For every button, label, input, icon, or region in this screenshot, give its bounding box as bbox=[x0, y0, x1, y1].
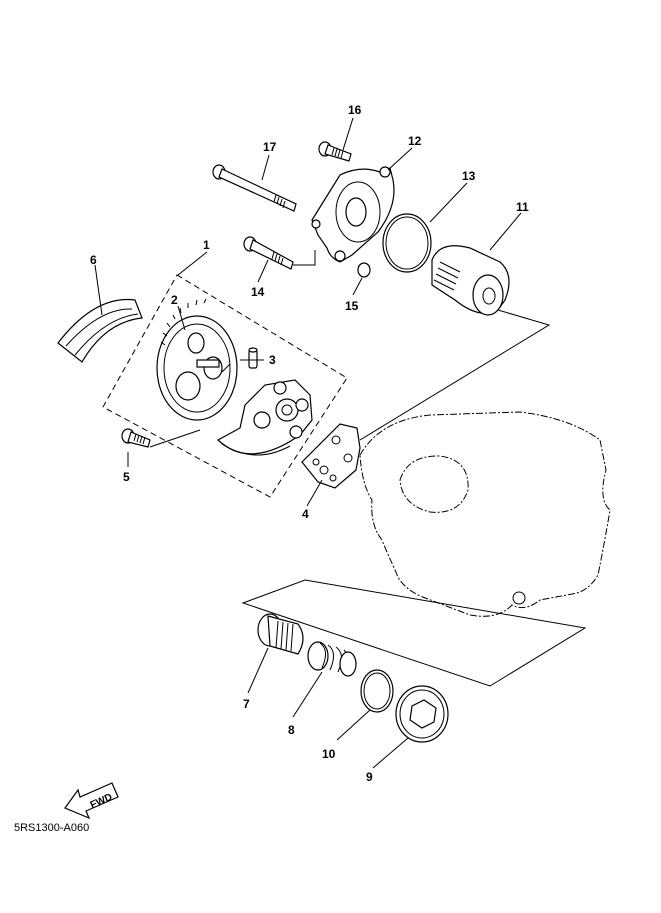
part-10-o-ring bbox=[360, 669, 394, 713]
callout-4: 4 bbox=[302, 507, 309, 521]
callout-16: 16 bbox=[348, 103, 362, 117]
callout-6: 6 bbox=[90, 253, 97, 267]
callout-12: 12 bbox=[408, 134, 422, 148]
callout-8: 8 bbox=[288, 723, 295, 737]
part-9-drain-plug bbox=[395, 685, 449, 743]
strainer-group-outline bbox=[241, 579, 587, 687]
part-15-o-ring-small bbox=[357, 262, 371, 278]
part-11-oil-filter bbox=[431, 245, 510, 316]
drain-port bbox=[512, 591, 526, 605]
leader-lines bbox=[94, 117, 551, 769]
pump-body bbox=[216, 379, 313, 456]
callout-11: 11 bbox=[516, 200, 529, 214]
part-12-filter-cover bbox=[311, 166, 395, 263]
crankcase-outline bbox=[359, 411, 611, 617]
callout-10: 10 bbox=[322, 747, 336, 761]
fwd-arrow-icon: FWD bbox=[64, 782, 119, 820]
part-2-pump-gear bbox=[156, 298, 238, 421]
callout-5: 5 bbox=[123, 470, 130, 484]
part-8-spring bbox=[307, 641, 357, 677]
callout-15: 15 bbox=[345, 299, 359, 313]
crankcase-bore-outline bbox=[399, 455, 469, 513]
part-14-bolt bbox=[243, 236, 294, 270]
part-17-long-bolt bbox=[212, 164, 297, 212]
part-5-bolt bbox=[121, 428, 151, 448]
callout-9: 9 bbox=[366, 770, 373, 784]
part-13-o-ring-large bbox=[382, 213, 432, 273]
part-3-dowel-pin bbox=[248, 347, 258, 369]
callout-3: 3 bbox=[269, 353, 276, 367]
pump-assembly-group-outline bbox=[102, 274, 348, 498]
diagram-code: 5RS1300-A060 bbox=[14, 822, 90, 834]
callout-1: 1 bbox=[203, 238, 210, 252]
callout-7: 7 bbox=[243, 697, 250, 711]
part-16-bolt bbox=[318, 141, 352, 162]
callout-2: 2 bbox=[171, 293, 178, 307]
part-7-oil-strainer bbox=[257, 613, 304, 655]
part-6-cover bbox=[57, 298, 143, 363]
callout-17: 17 bbox=[263, 140, 277, 154]
callout-14: 14 bbox=[251, 285, 265, 299]
callout-13: 13 bbox=[462, 169, 476, 183]
